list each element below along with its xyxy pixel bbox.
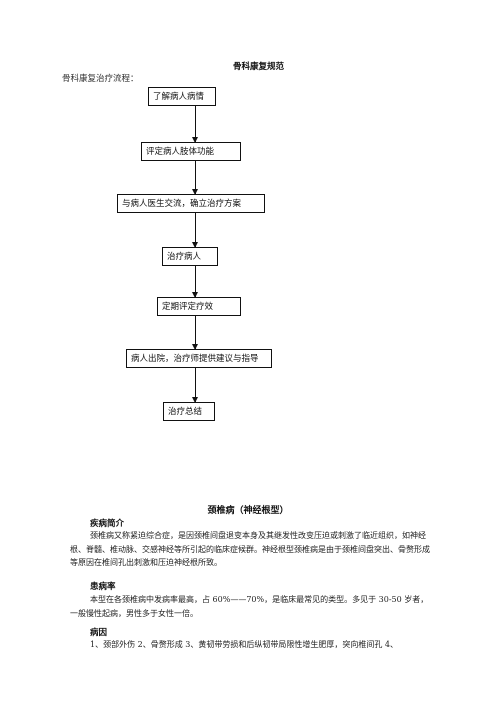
flow-step-6: 病人出院，治疗师提供建议与指导 <box>126 349 272 368</box>
flow-step-5: 定期评定疗效 <box>157 297 241 316</box>
incidence-text: 本型在各颈椎病中发病率最高，占 60%——70%，是临床最常见的类型。多见于 3… <box>70 595 429 618</box>
flow-arrow-6 <box>192 368 198 403</box>
flow-step-1: 了解病人病情 <box>148 87 216 106</box>
cause-text: 1、颈部外伤 2、骨赘形成 3、黄韧带劳损和后纵韧带局限性增生肥厚，突向椎间孔 … <box>90 640 398 649</box>
section-title: 颈椎病（神经根型） <box>207 506 289 516</box>
flow-subtitle: 骨科康复治疗流程： <box>62 74 139 84</box>
flow-arrow-5 <box>192 316 198 350</box>
intro-heading: 疾病简介 <box>90 519 125 529</box>
flow-step-2: 评定病人肢体功能 <box>141 142 241 161</box>
intro-text: 颈椎病又称紧迫综合症，是因颈椎间盘退变本身及其继发性改变压迫或刺激了临近组织，如… <box>70 531 430 567</box>
flow-arrow-4 <box>192 266 198 298</box>
incidence-heading: 患病率 <box>90 582 116 592</box>
flow-arrow-1 <box>192 106 198 143</box>
document-title: 骨科康复规范 <box>232 62 284 72</box>
cause-heading: 病因 <box>90 628 108 638</box>
flow-arrow-2 <box>192 161 198 195</box>
flow-step-4: 治疗病人 <box>162 247 218 266</box>
flow-step-7: 治疗总结 <box>163 402 215 421</box>
flow-step-3: 与病人医生交流，确立治疗方案 <box>117 194 265 213</box>
flow-arrow-3 <box>192 213 198 248</box>
